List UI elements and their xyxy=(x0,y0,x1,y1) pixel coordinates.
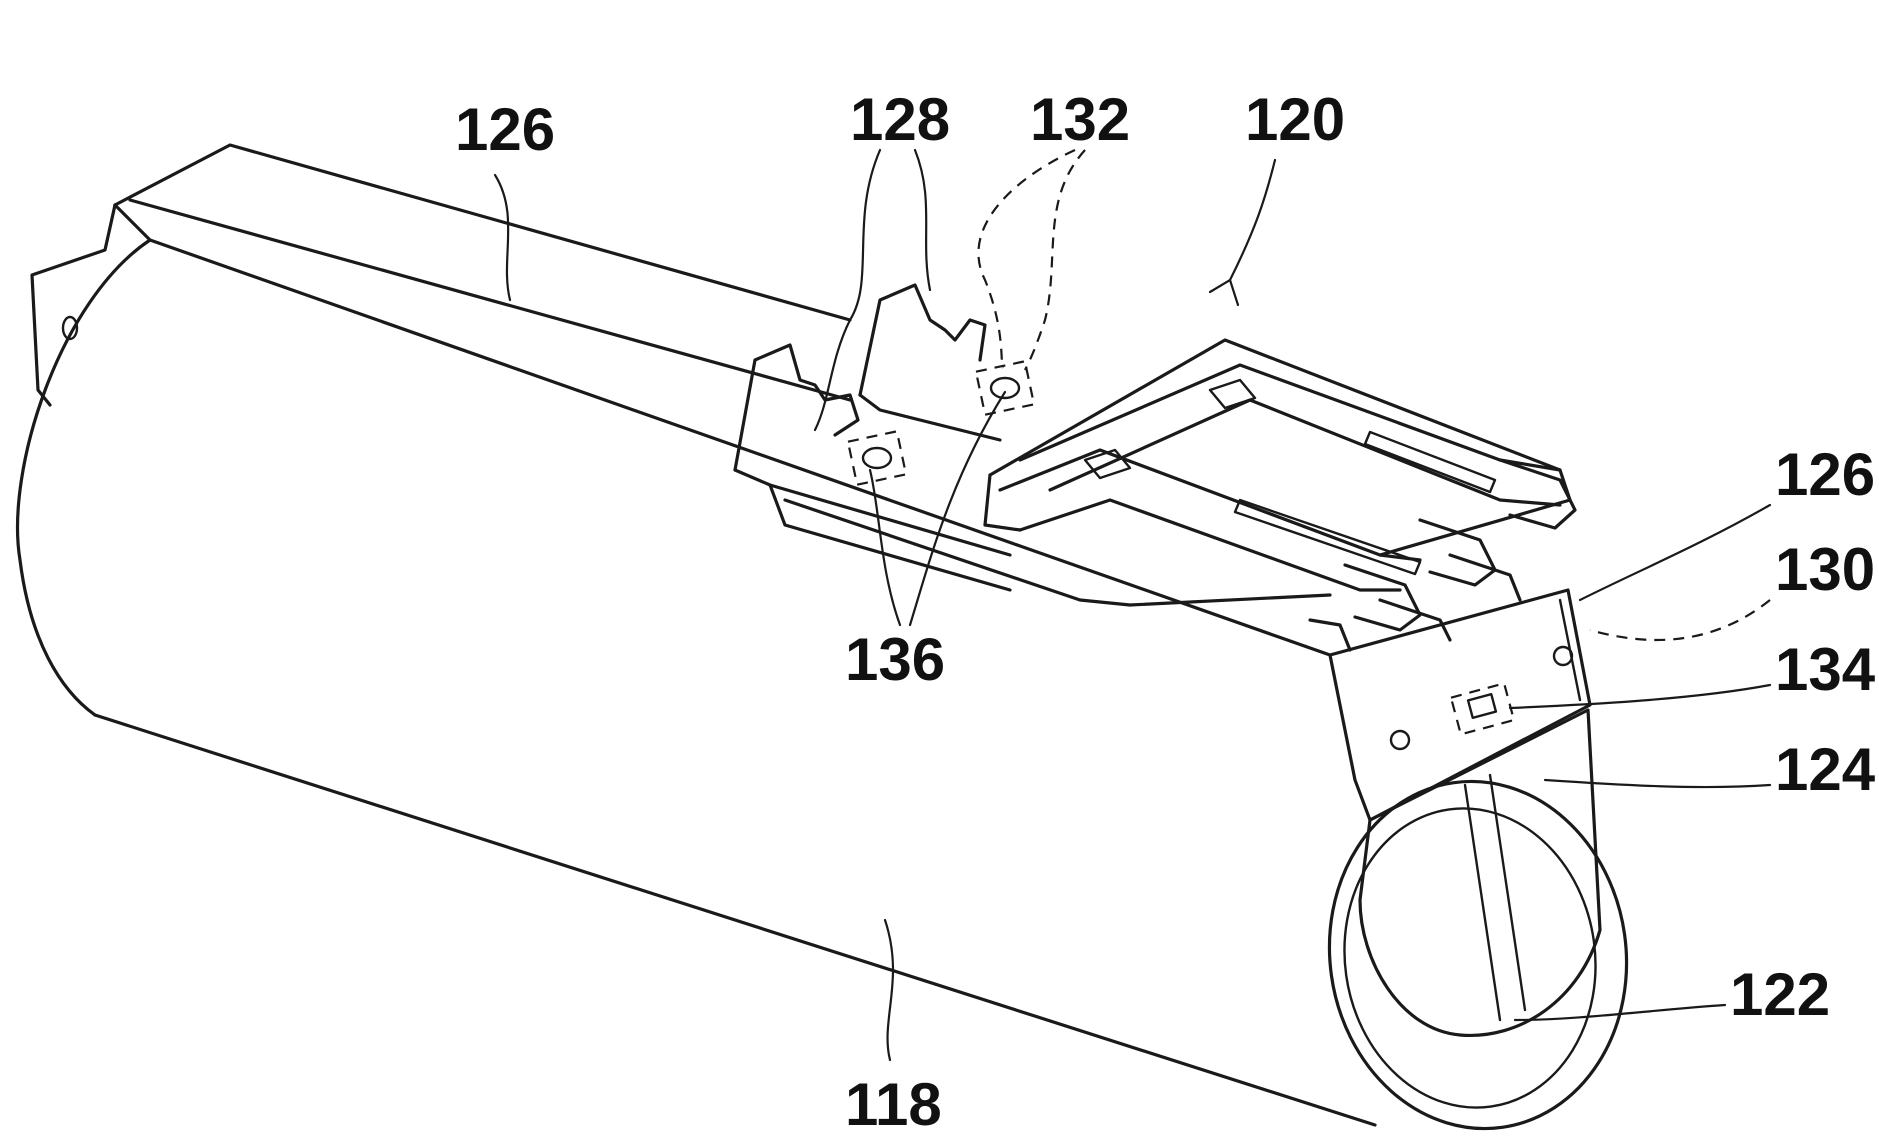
flange-hole-icon xyxy=(1554,647,1572,665)
label-122: 122 xyxy=(1730,961,1830,1028)
label-118: 118 xyxy=(845,1071,942,1138)
leader-134 xyxy=(1510,685,1770,708)
label-130: 130 xyxy=(1775,536,1875,603)
leader-130 xyxy=(1590,600,1770,640)
contact-tabs xyxy=(735,285,1034,590)
arrowhead-icon xyxy=(1210,280,1238,305)
label-126-top: 126 xyxy=(455,96,555,163)
end-face-panel xyxy=(1360,710,1600,1035)
leader-128a xyxy=(815,150,880,430)
label-128: 128 xyxy=(850,86,950,153)
leader-118 xyxy=(885,920,893,1060)
recess-134 xyxy=(1451,683,1514,734)
label-120: 120 xyxy=(1245,86,1345,153)
top-flange xyxy=(32,145,850,405)
leader-132a xyxy=(978,150,1075,368)
label-132: 132 xyxy=(1030,86,1130,153)
side-flange xyxy=(1330,590,1590,820)
hole-box-136 xyxy=(848,431,906,484)
label-136: 136 xyxy=(845,626,945,693)
cylinder-housing xyxy=(18,240,1649,1139)
leader-128b xyxy=(915,150,930,290)
leader-126-top xyxy=(495,175,510,300)
leader-136a xyxy=(870,470,900,625)
spring-clip-assembly xyxy=(785,340,1575,650)
leader-136b xyxy=(910,392,1005,625)
flange-hole-icon xyxy=(1391,731,1409,749)
label-126-side: 126 xyxy=(1775,441,1875,508)
leader-132b xyxy=(1025,150,1085,370)
label-124: 124 xyxy=(1775,736,1876,803)
label-134: 134 xyxy=(1775,636,1876,703)
leader-124 xyxy=(1545,780,1770,787)
reference-labels: 126 128 132 120 126 130 134 124 122 136 … xyxy=(455,86,1876,1138)
leader-126-side xyxy=(1580,505,1770,600)
leader-120 xyxy=(1230,160,1275,280)
